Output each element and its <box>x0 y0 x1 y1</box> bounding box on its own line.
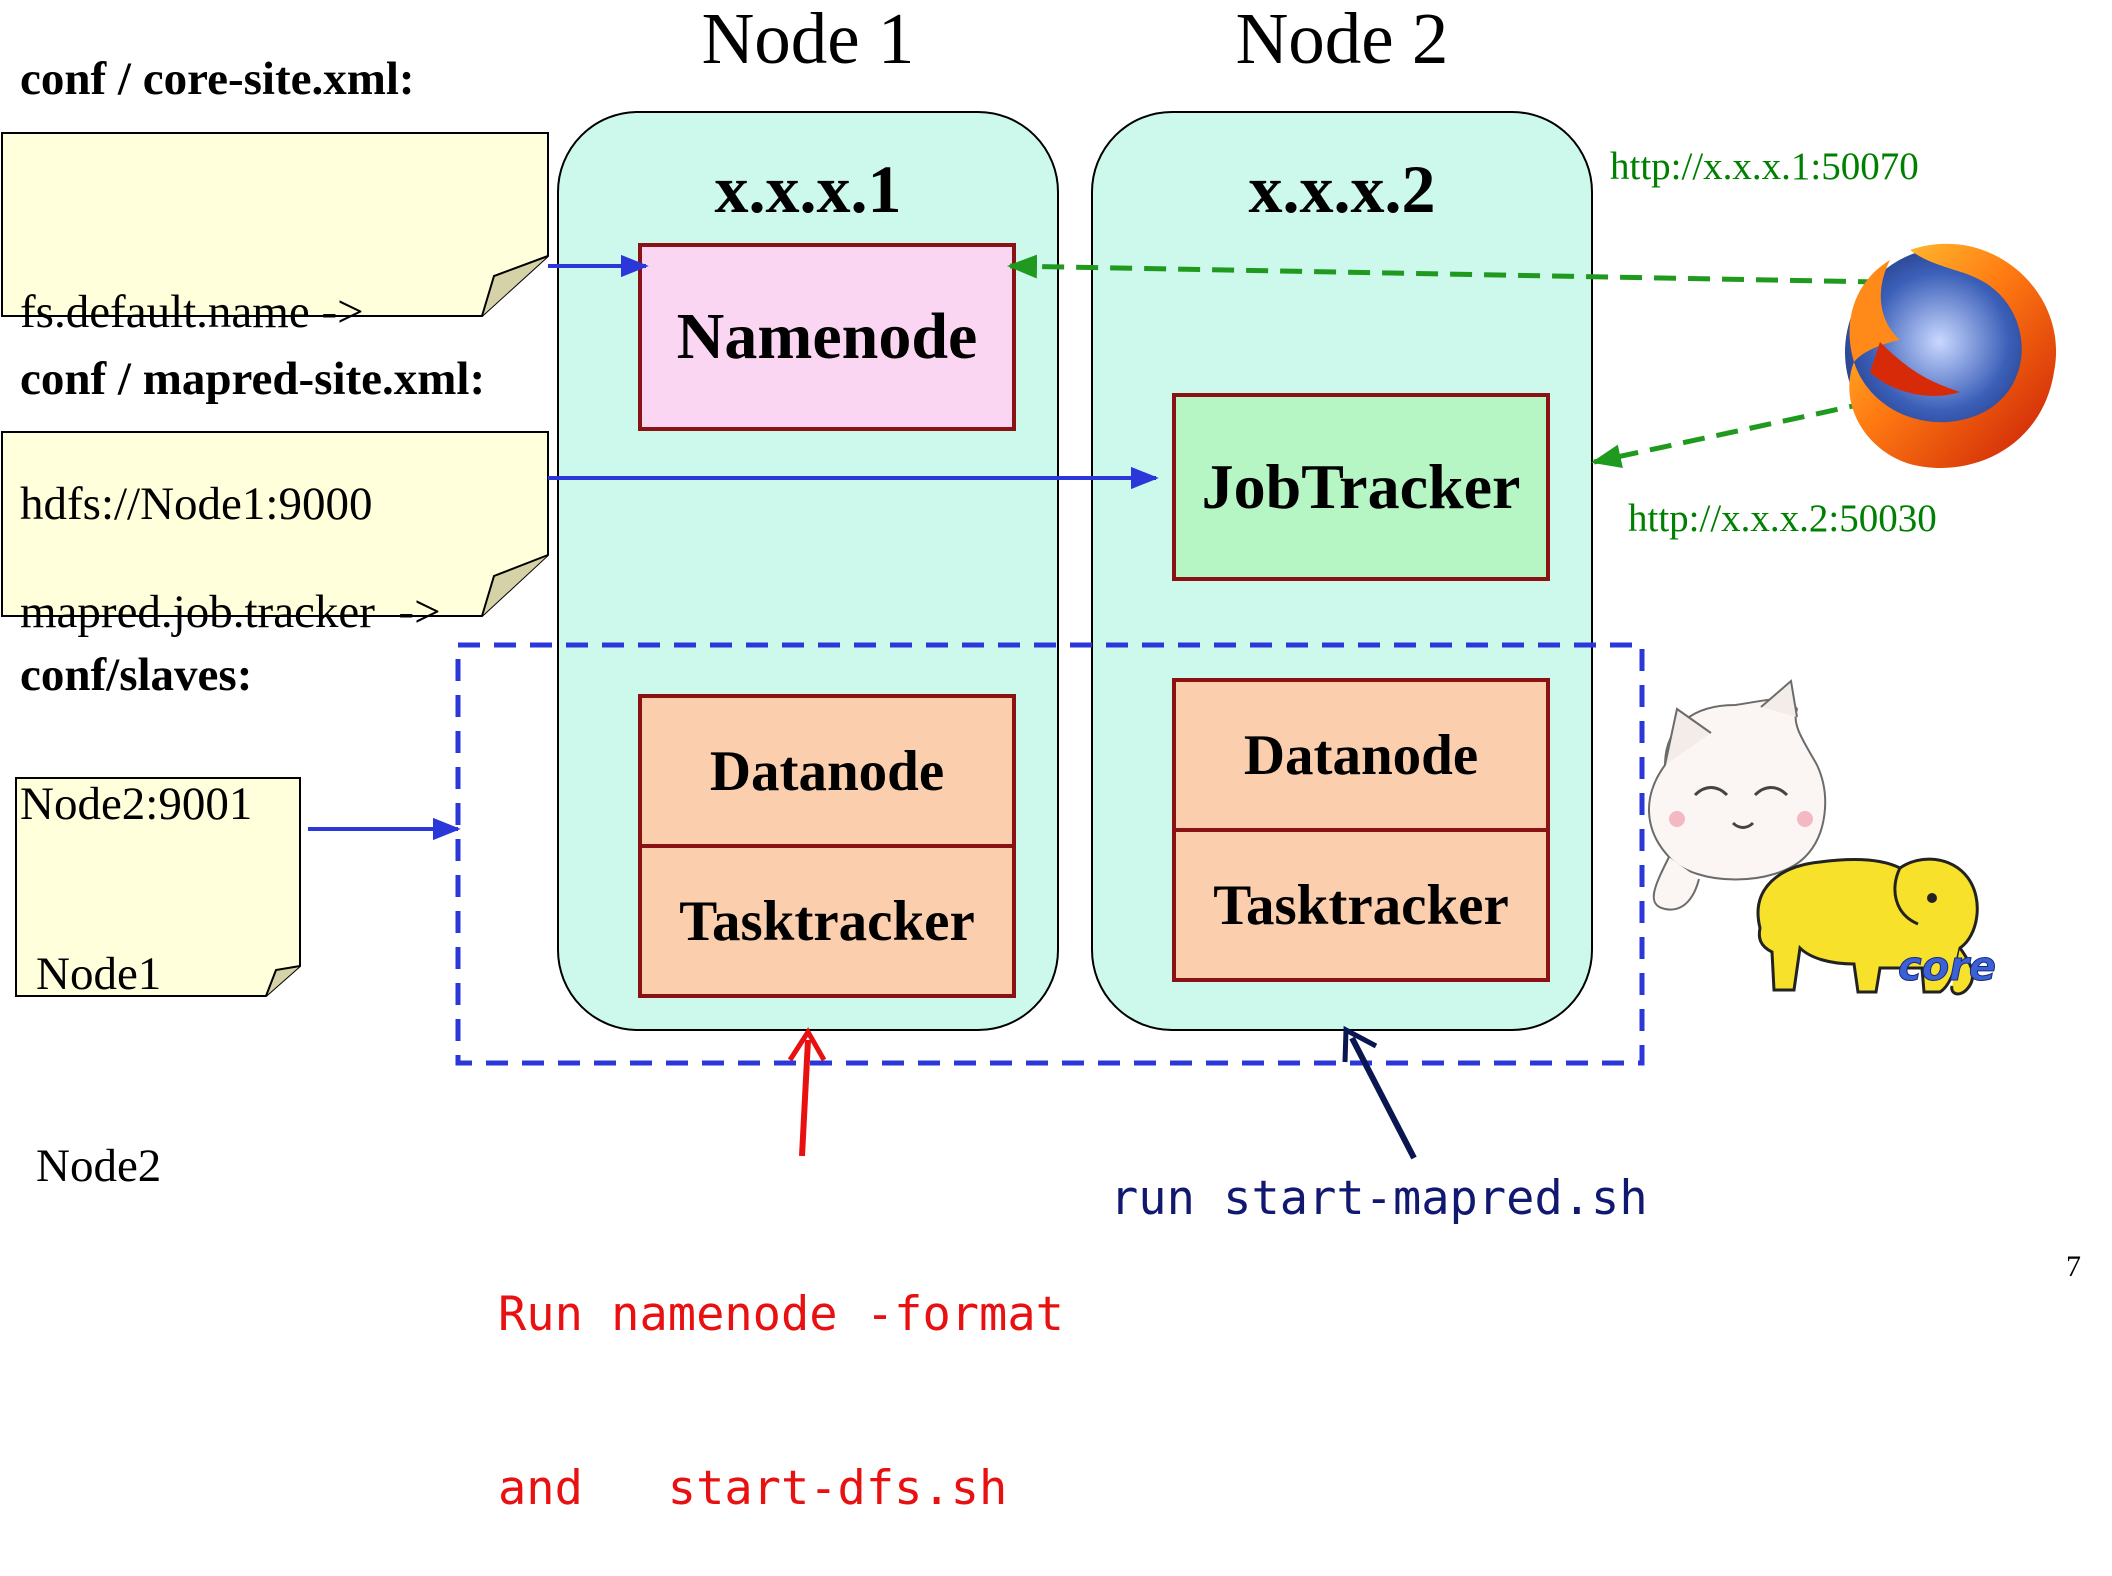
namenode-box <box>638 243 1016 431</box>
mapred-site-note-line1: mapred.job.tracker -> <box>20 586 441 638</box>
mapred-site-note-line2: Node2:9001 <box>20 778 253 830</box>
hadoop-elephant-logo <box>1756 857 1979 996</box>
node1-command-line2: and start-dfs.sh <box>498 1461 1008 1516</box>
slaves-note-text: Node1 Node2 <box>36 814 161 1262</box>
core-site-note-line1: fs.default.name -> <box>20 286 364 338</box>
diagram-canvas <box>1 111 2057 1160</box>
datanode2-label: Datanode <box>1243 723 1479 787</box>
slaves-note <box>15 777 301 997</box>
datanode1-box <box>638 694 1016 848</box>
jobtracker-label: JobTracker <box>1201 451 1521 522</box>
tasktracker2-label: Tasktracker <box>1213 873 1509 937</box>
datanode1-label: Datanode <box>709 739 945 803</box>
datanode2-box <box>1172 678 1550 832</box>
page-number: 7 <box>2066 1250 2081 1283</box>
slaves-note-line1: Node1 <box>36 948 162 1000</box>
slaves-note-line2: Node2 <box>36 1140 162 1192</box>
namenode-label: Namenode <box>676 300 978 373</box>
start-mapred-arrow <box>1342 1025 1417 1160</box>
namenode-web-url: http://x.x.x.1:50070 <box>1610 145 1919 188</box>
tasktracker2-box <box>1172 828 1550 982</box>
mapred-site-note <box>1 431 549 617</box>
slaves-label: conf/slaves: <box>20 649 253 701</box>
jobtracker-web-url: http://x.x.x.2:50030 <box>1628 497 1937 540</box>
slaves-dashed-group <box>455 642 1645 1066</box>
namenode-format-arrow <box>787 1027 827 1157</box>
namenode-web-arrow <box>1007 254 1881 285</box>
node2-ip: x.x.x.2 <box>1248 151 1436 227</box>
tasktracker1-box <box>638 844 1016 998</box>
core-site-note-text: fs.default.name -> hdfs://Node1:9000 <box>20 152 372 600</box>
node2-command: run start-mapred.sh <box>1110 1171 1648 1226</box>
node2-header: Node 2 <box>1235 0 1449 79</box>
node1-ip: x.x.x.1 <box>714 151 902 227</box>
mapred-site-note-text: mapred.job.tracker -> Node2:9001 <box>20 452 441 900</box>
jobtracker-box <box>1172 393 1550 581</box>
core-site-label: conf / core-site.xml: <box>20 53 415 105</box>
hadoop-core-wordmark: core <box>1897 944 1997 991</box>
core-site-note-line2: hdfs://Node1:9000 <box>20 478 373 530</box>
node1-command-line1: Run namenode -format <box>498 1287 1064 1342</box>
core-site-note <box>1 132 549 317</box>
tasktracker1-label: Tasktracker <box>679 889 975 953</box>
firefox-logo <box>1845 243 2057 469</box>
node1-command: Run namenode -format and start-dfs.sh <box>498 1170 1064 1576</box>
mapred-site-label: conf / mapred-site.xml: <box>20 353 486 405</box>
node1-header: Node 1 <box>701 0 915 79</box>
